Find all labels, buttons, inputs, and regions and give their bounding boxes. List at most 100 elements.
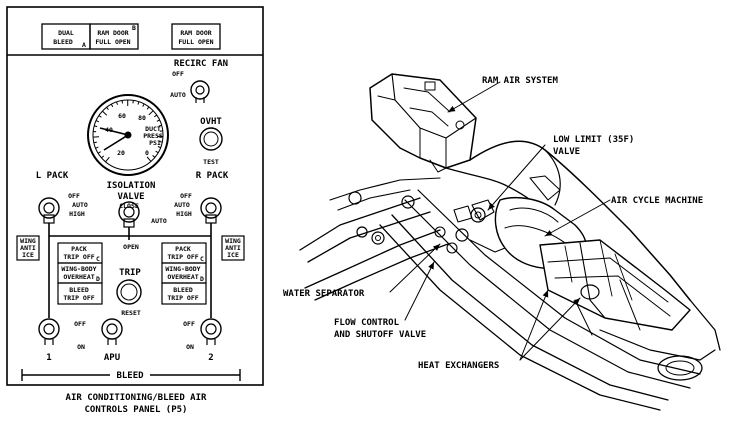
water-separator-label: WATER SEPARATOR (283, 289, 365, 299)
ovht-label: OVHT (200, 117, 222, 127)
r-pack-off: OFF (180, 192, 192, 200)
gauge-tick-20: 20 (117, 149, 125, 157)
gauge-tick-mark (95, 146, 99, 149)
flow-control-valve-line2: AND SHUTOFF VALVE (334, 330, 426, 340)
gauge-label-psi: PSI (149, 139, 161, 147)
l-pack-label: L PACK (36, 171, 69, 181)
apu-label: APU (104, 353, 120, 363)
system-labels: RAM AIR SYSTEM LOW LIMIT (35F) VALVE AIR… (283, 76, 703, 371)
gauge-tick-mark (158, 124, 162, 127)
gauge-tick-mark (97, 151, 101, 154)
gauge-tick-mark (155, 150, 159, 154)
gauge-tick-mark (106, 107, 109, 110)
ram-air-system-label: RAM AIR SYSTEM (482, 76, 558, 86)
gauge-tick-mark (105, 156, 110, 163)
gauge-tick-60: 60 (118, 112, 126, 120)
l-wing-body-sub: D (96, 275, 100, 283)
engine-1-label: 1 (46, 353, 51, 363)
low-limit-valve-line2: VALVE (553, 147, 580, 157)
l-wing-anti-ice-1: WING (20, 237, 36, 245)
recirc-fan-label: RECIRC FAN (174, 59, 228, 69)
ram-door-right-line2: FULL OPEN (178, 38, 213, 46)
bleed-1-on: ON (77, 343, 85, 351)
r-wing-body-1: WING-BODY (165, 265, 200, 273)
l-pack-off: OFF (68, 192, 80, 200)
r-wing-body-sub: D (200, 275, 204, 283)
panel-labels: DUAL BLEED A RAM DOOR FULL OPEN B RAM DO… (20, 24, 241, 415)
gauge-label-duct: DUCT (145, 125, 161, 133)
l-wing-body-1: WING-BODY (61, 265, 96, 273)
gauge-tick-mark (102, 110, 108, 116)
air-conditioning-pack-illustration (299, 73, 721, 411)
gauge-tick-0: 0 (145, 149, 149, 157)
gauge-tick-mark (95, 120, 100, 123)
gauge-tick-80: 80 (138, 114, 146, 122)
r-pack-trip-1: PACK (175, 245, 191, 253)
r-wing-anti-ice-1: WING (225, 237, 241, 245)
isolation-open: OPEN (123, 243, 139, 251)
gauge-tick-mark (159, 141, 163, 143)
r-pack-high: HIGH (176, 210, 192, 218)
panel-caption-line2: CONTROLS PANEL (P5) (85, 405, 188, 415)
dual-bleed-light-line1: DUAL (58, 29, 74, 37)
gauge-tick-mark (148, 110, 154, 116)
isolation-auto: AUTO (151, 217, 167, 225)
gauge-tick-mark (110, 103, 114, 108)
r-pack-trip-2: TRIP OFF (167, 253, 198, 261)
test-label: TEST (203, 158, 219, 166)
r-bleed-trip-2: TRIP OFF (167, 294, 198, 302)
dual-bleed-light-line2: BLEED (53, 38, 73, 46)
gauge-tick-mark (94, 125, 98, 128)
bleed-2-off: OFF (183, 320, 195, 328)
l-bleed-trip-1: BLEED (69, 286, 89, 294)
r-pack-trip-sub: C (200, 255, 204, 263)
gauge-tick-mark (154, 114, 158, 118)
r-wing-body-2: OVERHEAT (167, 273, 198, 281)
air-cycle-machine-label: AIR CYCLE MACHINE (611, 196, 703, 206)
ram-door-left-line1: RAM DOOR (97, 29, 128, 37)
gauge-tick-mark (101, 155, 105, 159)
ram-door-left-sub: B (132, 24, 136, 32)
l-pack-high: HIGH (69, 210, 85, 218)
trip-label: TRIP (119, 268, 141, 278)
isolation-label-line1: ISOLATION (107, 181, 156, 191)
ram-door-left-line2: FULL OPEN (95, 38, 130, 46)
bleed-label: BLEED (116, 371, 144, 381)
gauge-tick-mark (137, 101, 140, 105)
controls-panel (6, 6, 264, 386)
recirc-auto-label: AUTO (170, 91, 186, 99)
l-pack-trip-sub: C (96, 255, 100, 263)
l-wing-anti-ice-2: ANTI (20, 244, 36, 252)
gauge-label-press: PRESS (143, 132, 163, 140)
l-pack-trip-2: TRIP OFF (63, 253, 94, 261)
r-bleed-trip-1: BLEED (173, 286, 193, 294)
l-wing-body-2: OVERHEAT (63, 273, 94, 281)
gauge-tick-mark (93, 141, 97, 144)
reset-label: RESET (121, 309, 141, 317)
r-pack-auto: AUTO (174, 201, 190, 209)
heat-exchangers-label: HEAT EXCHANGERS (418, 361, 499, 371)
l-bleed-trip-2: TRIP OFF (63, 294, 94, 302)
gauge-tick-mark (116, 101, 119, 105)
gauge-tick-mark (156, 119, 160, 122)
recirc-off-label: OFF (172, 70, 184, 78)
l-pack-auto: AUTO (72, 201, 88, 209)
l-wing-anti-ice-3: ICE (22, 251, 34, 259)
bleed-1-off: OFF (74, 320, 86, 328)
l-pack-trip-1: PACK (71, 245, 87, 253)
r-pack-label: R PACK (196, 171, 229, 181)
flow-control-valve-line1: FLOW CONTROL (334, 318, 400, 328)
ram-door-right-line1: RAM DOOR (180, 29, 211, 37)
gauge-tick-mark (152, 155, 156, 158)
gauge-tick-40: 40 (105, 126, 113, 134)
gauge-tick-mark (146, 106, 150, 110)
gauge-tick-mark (121, 100, 124, 104)
dual-bleed-light-sub: A (82, 41, 86, 49)
engine-2-label: 2 (208, 353, 213, 363)
gauge-tick-mark (146, 156, 152, 162)
low-limit-valve-line1: LOW LIMIT (35F) (553, 135, 634, 145)
gauge-tick-mark (98, 115, 102, 118)
isolation-close: CLOSE (119, 202, 139, 210)
panel-caption-line1: AIR CONDITIONING/BLEED AIR (66, 393, 207, 403)
